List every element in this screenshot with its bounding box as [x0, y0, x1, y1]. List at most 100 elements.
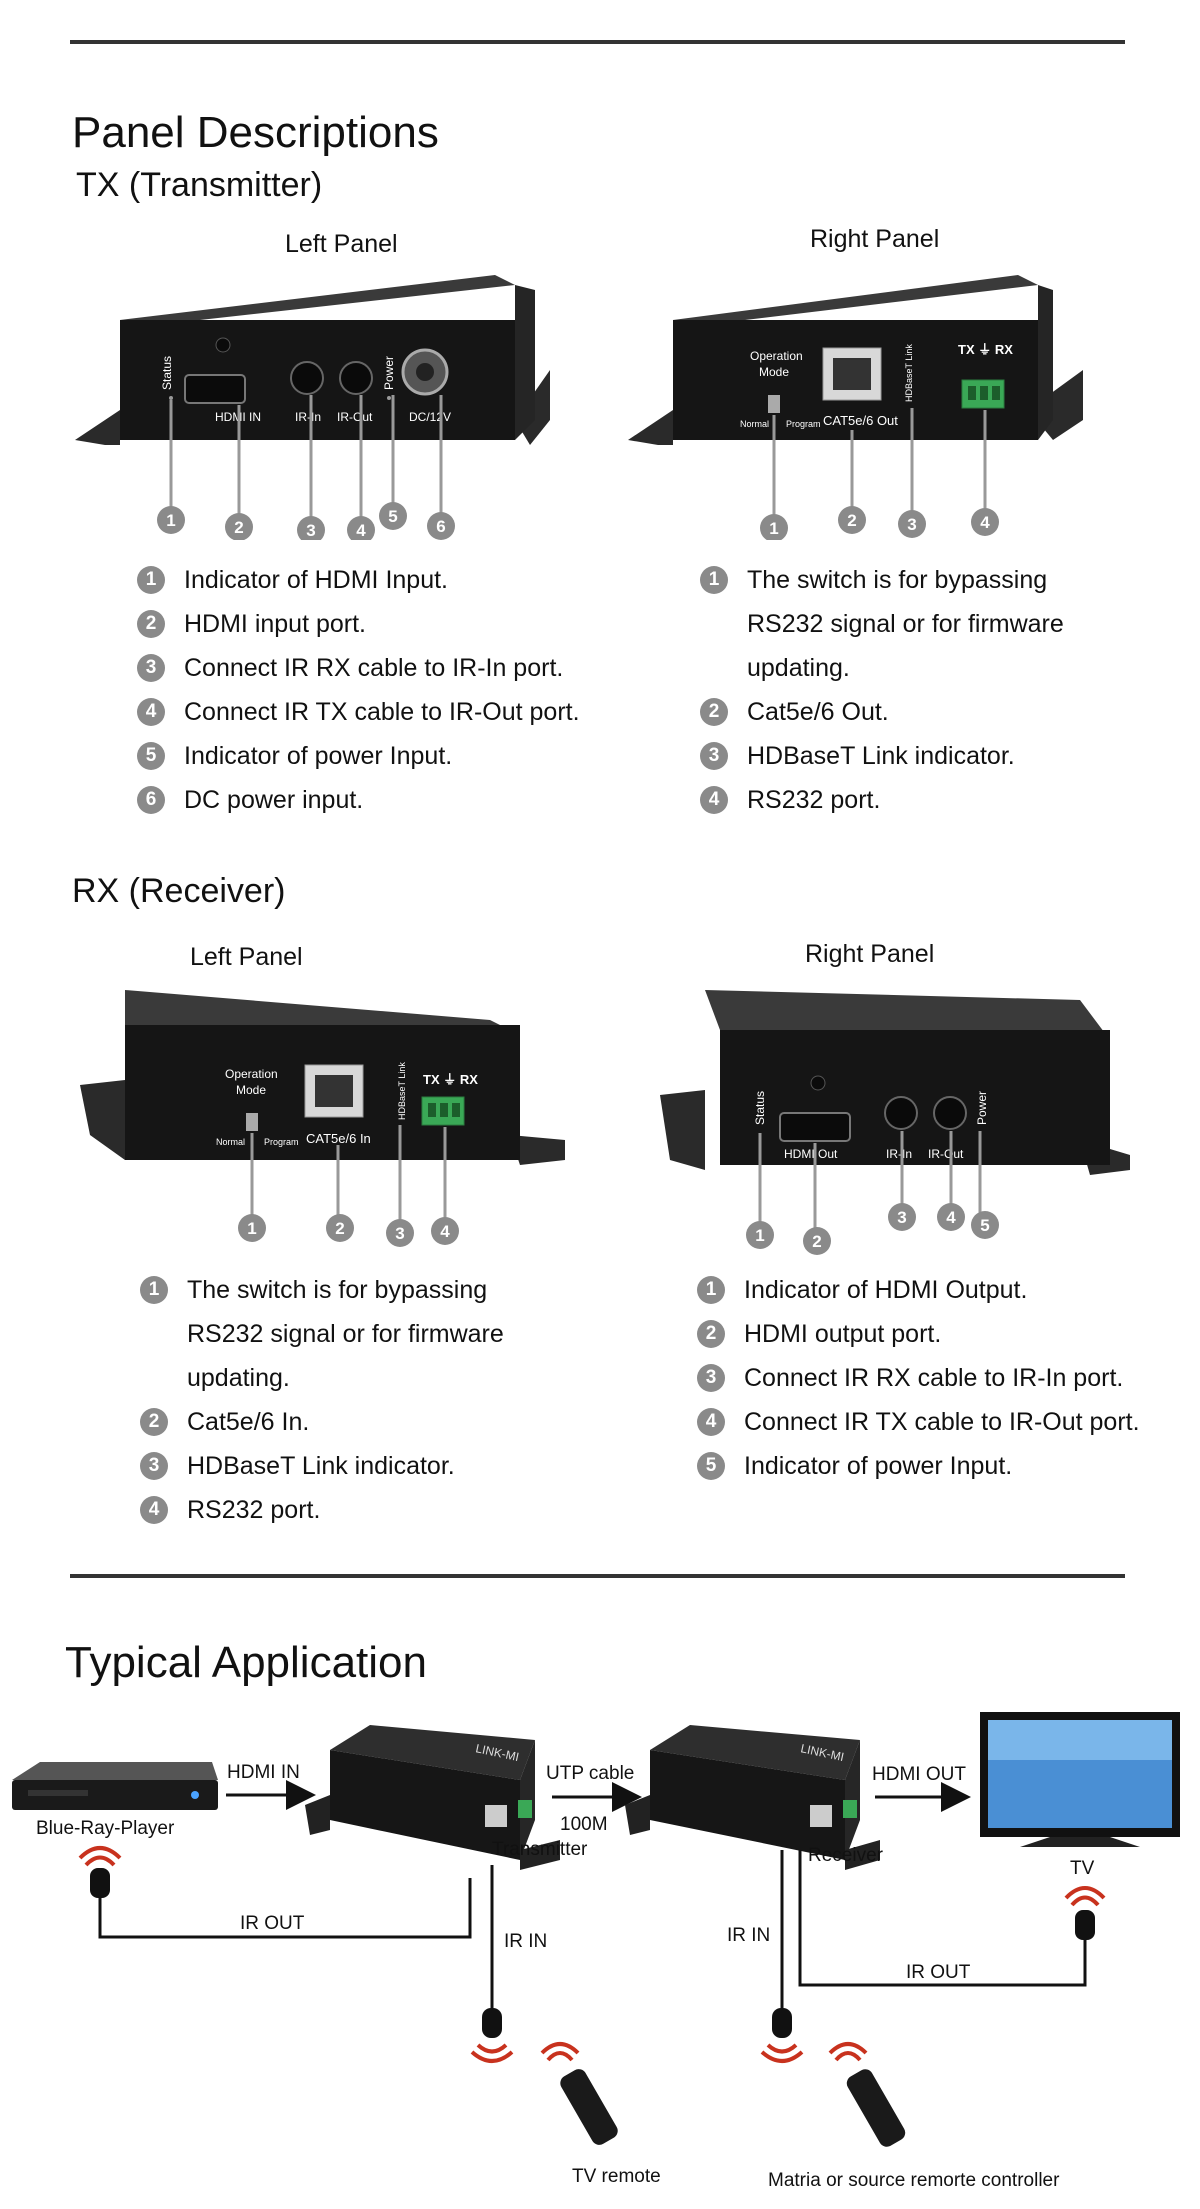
- tx-right-label-hdbaset: HDBaseT Link: [904, 344, 914, 402]
- tx-left-label-ir-out: IR-Out: [337, 410, 373, 424]
- rx-left-label-txrx: TX ⏚ RX: [423, 1072, 478, 1087]
- tx-left-callout-6: 6: [436, 517, 445, 536]
- tx-right-callout-2: 2: [847, 511, 856, 530]
- ir-out-left-label: IR OUT: [240, 1913, 305, 1934]
- rx-left-callout-1: 1: [247, 1219, 256, 1238]
- tx-right-panel-image: Operation Mode Normal Program CAT5e/6 Ou…: [628, 275, 1083, 540]
- tx-left-callout-4: 4: [356, 521, 366, 540]
- hdmi-out-label: HDMI OUT: [872, 1764, 966, 1785]
- rx-left-label-normal: Normal: [216, 1137, 245, 1147]
- tx-right-label-mode: Mode: [759, 365, 789, 379]
- ir-in-tx-label: IR IN: [504, 1931, 547, 1952]
- list-item-continued: updating.: [187, 1364, 290, 1392]
- rx-left-label-cat-in: CAT5e/6 In: [306, 1131, 371, 1146]
- rx-left-label-operation: Operation: [225, 1067, 278, 1081]
- bluray-player-icon: [12, 1762, 218, 1810]
- tx-right-panel-title: Right Panel: [810, 225, 940, 253]
- tx-right-label-cat-out: CAT5e/6 Out: [823, 413, 898, 428]
- typical-application-heading: Typical Application: [65, 1638, 427, 1687]
- rx-left-callout-3: 3: [395, 1224, 404, 1243]
- ir-out-right-label: IR OUT: [906, 1962, 971, 1983]
- ir-in-rx-label: IR IN: [727, 1925, 770, 1946]
- rx-left-callout-2: 2: [335, 1219, 344, 1238]
- rx-right-label-ir-in: IR-In: [886, 1147, 912, 1161]
- tx-right-callout-4: 4: [980, 513, 990, 532]
- tx-heading: TX (Transmitter): [76, 166, 323, 204]
- ir-emitter-icon: [78, 1846, 122, 1867]
- rx-heading: RX (Receiver): [72, 872, 286, 910]
- tx-left-panel-title: Left Panel: [285, 230, 398, 258]
- rx-right-callout-3: 3: [897, 1208, 906, 1227]
- rx-left-label-hdbaset: HDBaseT Link: [397, 1062, 407, 1120]
- transmitter-label: Transmitter: [492, 1839, 588, 1860]
- receiver-device-icon: LINK-MI: [625, 1725, 880, 1870]
- rx-right-callout-5: 5: [980, 1216, 989, 1235]
- rx-right-label-hdmi-out: HDMI Out: [784, 1147, 838, 1161]
- tv-remote-icon: [540, 2042, 618, 2145]
- tx-right-label-program: Program: [786, 419, 821, 429]
- player-label: Blue-Ray-Player: [36, 1818, 175, 1839]
- rx-right-label-status: Status: [753, 1091, 767, 1125]
- tx-right-label-txrx: TX ⏚ RX: [958, 342, 1013, 357]
- tv-icon: [980, 1712, 1180, 1847]
- hdmi-in-label: HDMI IN: [227, 1762, 300, 1783]
- list-item-continued: updating.: [747, 654, 850, 682]
- list-item-continued: RS232 signal or for firmware: [187, 1320, 504, 1348]
- utp-cable-label: UTP cable: [546, 1763, 634, 1784]
- tx-left-callout-3: 3: [306, 521, 315, 540]
- tx-left-callout-5: 5: [388, 507, 397, 526]
- rx-left-callout-4: 4: [440, 1222, 450, 1241]
- transmitter-device-icon: LINK-MI: [305, 1725, 560, 1870]
- rx-left-label-mode: Mode: [236, 1083, 266, 1097]
- tx-right-label-normal: Normal: [740, 419, 769, 429]
- tx-left-panel-image: Status HDMI IN IR-In IR-Out Power DC/12V…: [75, 275, 550, 540]
- application-diagram: Blue-Ray-Player IR OUT HDMI IN LINK-MI T…: [12, 1712, 1180, 2191]
- matrix-remote-icon: [828, 2042, 906, 2147]
- tx-right-callout-1: 1: [769, 519, 778, 538]
- section-divider: [70, 1574, 1125, 1578]
- tx-right-callout-3: 3: [907, 515, 916, 534]
- rx-right-panel-title: Right Panel: [805, 940, 935, 968]
- rx-right-callout-4: 4: [946, 1208, 956, 1227]
- rx-left-label-program: Program: [264, 1137, 299, 1147]
- speed-label: 100M: [560, 1814, 608, 1835]
- tv-label: TV: [1070, 1858, 1095, 1879]
- rx-right-panel-image: Status HDMI Out IR-In IR-Out Power 1 2 3…: [660, 990, 1130, 1255]
- panel-descriptions-heading: Panel Descriptions: [72, 108, 439, 157]
- tv-remote-label: TV remote: [572, 2166, 661, 2187]
- rx-left-panel-image: Operation Mode Normal Program CAT5e/6 In…: [80, 990, 565, 1247]
- rx-right-callout-1: 1: [755, 1226, 764, 1245]
- tx-left-label-status: Status: [160, 356, 174, 390]
- tx-left-label-power: Power: [382, 356, 396, 390]
- rx-left-panel-title: Left Panel: [190, 943, 303, 971]
- tx-left-callout-1: 1: [166, 511, 175, 530]
- matrix-remote-label: Matria or source remorte controller: [768, 2170, 1060, 2191]
- rx-right-label-power: Power: [975, 1091, 989, 1125]
- top-divider: [70, 40, 1125, 44]
- rx-right-label-ir-out: IR-Out: [928, 1147, 964, 1161]
- tx-left-callout-2: 2: [234, 518, 243, 537]
- tx-left-label-dc: DC/12V: [409, 410, 451, 424]
